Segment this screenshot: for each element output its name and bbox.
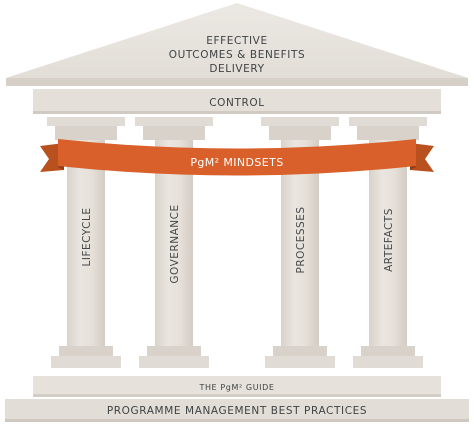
mindsets-banner xyxy=(40,139,434,176)
pillar-label-artefacts: ARTEFACTS xyxy=(383,208,395,272)
guide-step xyxy=(33,376,441,397)
pillar-label-lifecycle: LIFECYCLE xyxy=(81,208,93,267)
roof-pediment xyxy=(6,3,468,86)
mindsets-label: PgM² MINDSETS xyxy=(190,156,283,169)
pillar-label-governance: GOVERNANCE xyxy=(169,204,181,283)
roof-line-2: OUTCOMES & BENEFITS xyxy=(169,49,306,61)
pillar-artefacts xyxy=(349,117,427,368)
foundation-label: PROGRAMME MANAGEMENT BEST PRACTICES xyxy=(107,405,367,417)
architrave xyxy=(33,89,441,114)
foundation-step xyxy=(5,399,469,422)
pillar-label-processes: PROCESSES xyxy=(295,207,307,274)
control-label: CONTROL xyxy=(209,97,264,109)
pillar-governance xyxy=(135,117,213,368)
roof-line-3: DELIVERY xyxy=(209,63,264,75)
pillar-processes xyxy=(261,117,339,368)
pillar-lifecycle xyxy=(47,117,125,368)
roof-line-1: EFFECTIVE xyxy=(206,35,267,47)
guide-label: THE PgM² GUIDE xyxy=(198,383,274,392)
